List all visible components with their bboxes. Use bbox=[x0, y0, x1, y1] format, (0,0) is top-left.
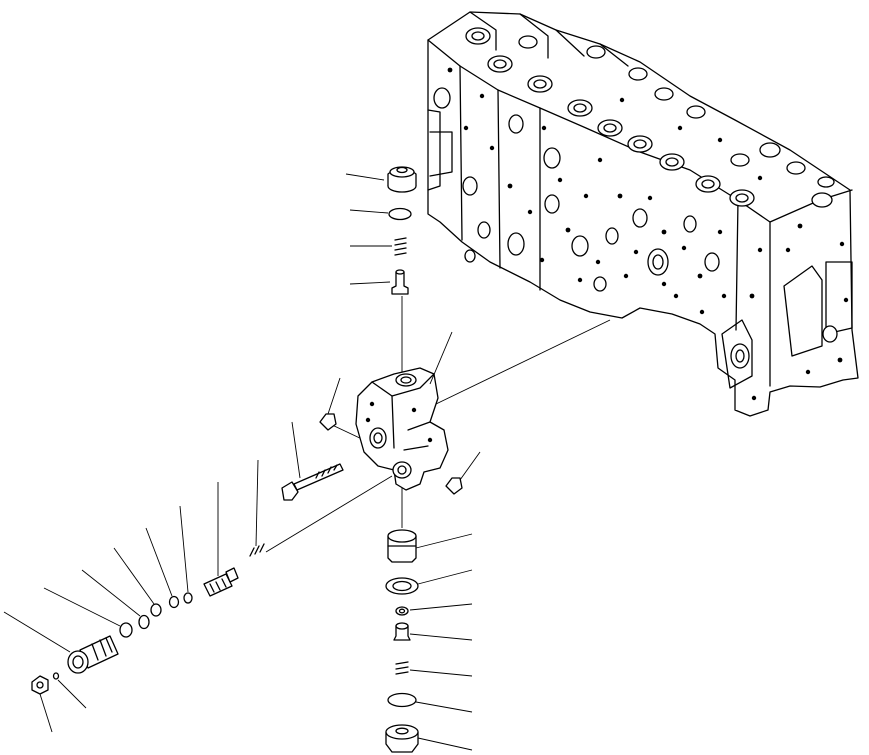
alignment-lines bbox=[265, 296, 611, 553]
spring-bottom bbox=[395, 661, 409, 675]
spring-top bbox=[394, 237, 407, 256]
nut-bottom-left bbox=[31, 675, 49, 695]
bolt-small-right bbox=[445, 477, 463, 495]
callout-leaders bbox=[3, 173, 481, 751]
seal-ring-bottom bbox=[385, 577, 419, 595]
bolt-long bbox=[281, 463, 344, 501]
bolt-small-left bbox=[319, 413, 337, 431]
poppet-bottom bbox=[393, 622, 411, 641]
plug-top bbox=[387, 166, 417, 193]
washer-bottom bbox=[395, 606, 409, 616]
valve-sub-housing bbox=[355, 367, 449, 491]
o-rings-left bbox=[119, 592, 193, 638]
o-ring-bottom bbox=[387, 692, 417, 708]
valve-spool bbox=[203, 567, 239, 597]
relief-valve-cartridge bbox=[67, 635, 119, 674]
spring-left bbox=[249, 543, 265, 557]
sleeve-bottom bbox=[387, 529, 417, 563]
control-valve-body bbox=[427, 11, 859, 417]
o-ring-top bbox=[388, 207, 412, 221]
pin-top bbox=[391, 269, 409, 295]
washer-bottom-left bbox=[52, 672, 60, 680]
plug-bottom bbox=[385, 724, 419, 753]
